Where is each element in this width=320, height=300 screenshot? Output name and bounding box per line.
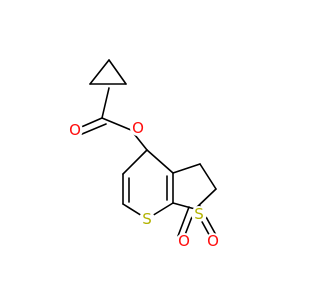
atom-o-carbonyl: O: [67, 121, 83, 139]
atom-s-sulfone: S: [191, 205, 207, 223]
bond-carbonyl-ester: [101, 117, 132, 131]
atom-o-sulfone-1: O: [205, 232, 221, 250]
bond-s1-c7a: [172, 202, 196, 210]
atom-o-sulfone-1-label: O: [207, 232, 219, 250]
atom-s-ring: S: [139, 210, 155, 228]
bond-c3a-c3: [172, 163, 201, 174]
atom-o-ester: O: [130, 119, 146, 137]
bond-cp-carbonyl: [101, 87, 110, 119]
atom-o-carbonyl-label: O: [69, 121, 81, 139]
atom-o-sulfone-2-label: O: [178, 232, 190, 250]
bond-c4-c5: [122, 149, 148, 175]
atom-o-sulfone-2: O: [176, 232, 192, 250]
bond-cp-1: [89, 59, 110, 85]
bond-cp-2: [108, 59, 127, 85]
bond-carbonyl-double-b: [81, 123, 107, 135]
bond-carbonyl-double-a: [78, 117, 103, 129]
atom-labels: O O S S O O: [67, 119, 221, 250]
molecule-structure: O O S S O O: [67, 59, 221, 250]
bond-c4-c3a: [146, 149, 174, 174]
atom-o-ester-label: O: [132, 119, 144, 137]
bond-c3-c2: [199, 163, 217, 190]
bond-sulfone-o2-b: [177, 206, 190, 237]
bond-c2-s1: [194, 188, 217, 210]
atom-s-sulfone-label: S: [194, 205, 204, 223]
atom-s-ring-label: S: [142, 210, 152, 228]
